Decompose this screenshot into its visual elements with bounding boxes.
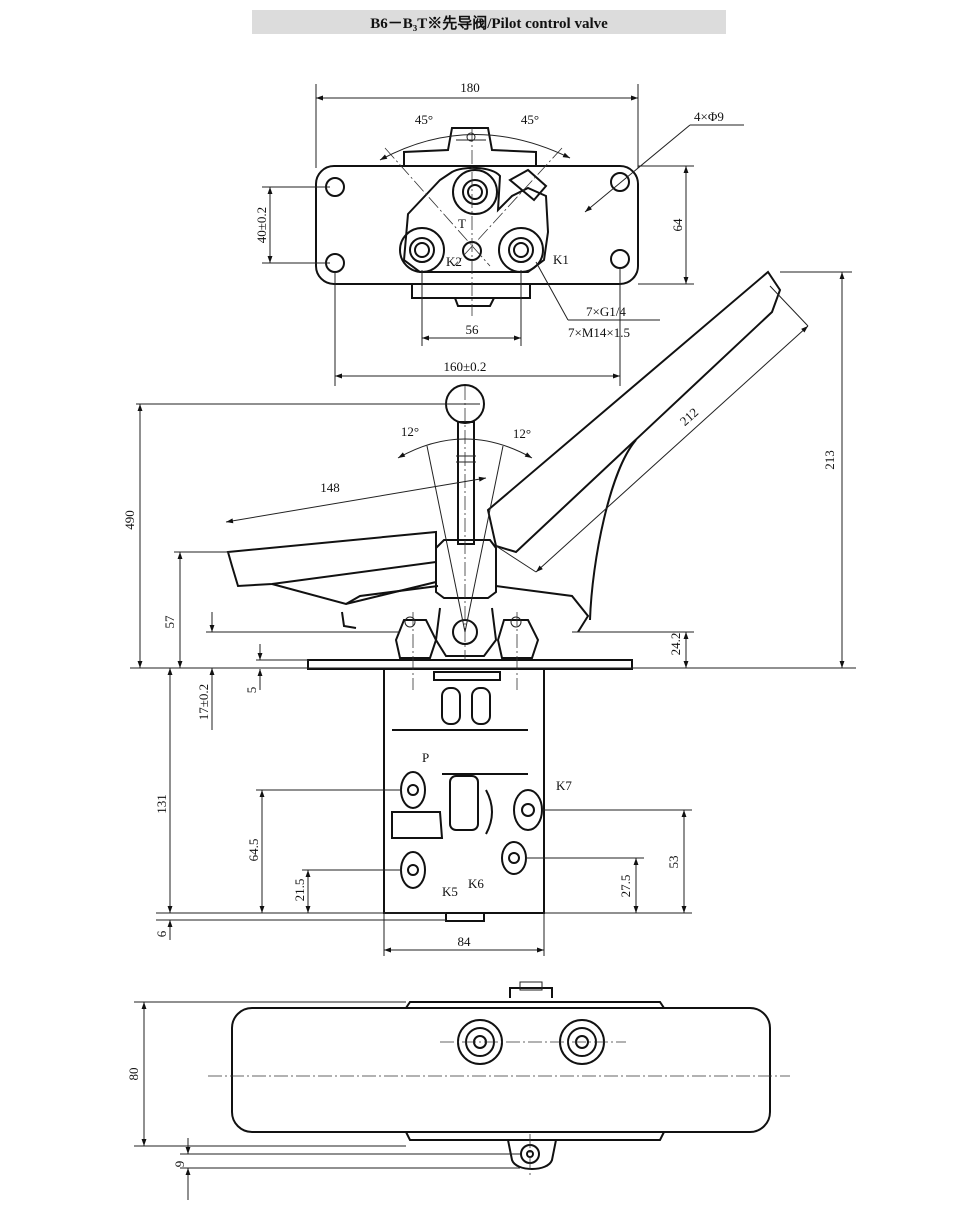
dim-490-label: 490 — [122, 510, 137, 530]
port-k7-icon — [513, 789, 543, 831]
angle-right-label: 45° — [521, 112, 539, 127]
dim-9-label: 9 — [172, 1161, 187, 1168]
port-t-label: T — [458, 216, 466, 231]
top-view: 180 45° 45° 4×Φ9 64 40±0.2 T K2 K1 7×G1/… — [254, 80, 744, 386]
top-flange — [315, 165, 639, 285]
dim-213-label: 213 — [822, 450, 837, 470]
port-k6-label: K6 — [468, 876, 484, 891]
top-bracket — [403, 127, 537, 166]
dim-24-label: 24.2 — [668, 633, 683, 656]
angle-12-right-label: 12° — [513, 426, 531, 441]
dim-5-label: 5 — [244, 687, 259, 694]
mount-hole-icon — [610, 172, 630, 192]
mount-hole-icon — [610, 249, 630, 269]
dim-57-label: 57 — [162, 615, 177, 629]
dim-27-5-label: 27.5 — [618, 875, 633, 898]
port-k7-label: K7 — [556, 778, 572, 793]
port-p-label: P — [422, 750, 429, 765]
pedal-left — [226, 530, 437, 588]
port-k1-icon — [498, 227, 544, 273]
holes-label: 4×Φ9 — [694, 109, 724, 124]
port-k1-label: K1 — [553, 252, 569, 267]
page-title: B6－B₃T※先导阀/Pilot control valve — [370, 15, 608, 32]
dim-131-label: 131 — [154, 794, 169, 814]
dim-64-5-label: 64.5 — [246, 839, 261, 862]
spring-housing — [435, 539, 497, 599]
dim-17-label: 17±0.2 — [196, 684, 211, 720]
dim-64-label: 64 — [670, 218, 685, 232]
dim-84-label: 84 — [458, 934, 472, 949]
port-t-icon — [452, 169, 498, 215]
port-k6-icon — [501, 841, 527, 875]
dim-180-label: 180 — [460, 80, 480, 95]
dim-56-label: 56 — [466, 322, 480, 337]
dim-212-label: 212 — [677, 405, 702, 429]
bottom-view: 80 9 — [126, 981, 790, 1200]
angle-12-left-label: 12° — [401, 424, 419, 439]
thread-m-label: 7×M14×1.5 — [568, 325, 630, 340]
bottom-plate — [231, 1007, 771, 1133]
dim-148-label: 148 — [320, 480, 340, 495]
dim-53-label: 53 — [666, 856, 681, 869]
angle-left-label: 45° — [415, 112, 433, 127]
port-k5-label: K5 — [442, 884, 458, 899]
dim-40-label: 40±0.2 — [254, 207, 269, 243]
title-bar: B6－B₃T※先导阀/Pilot control valve — [252, 10, 726, 34]
dim-160-label: 160±0.2 — [444, 359, 487, 374]
dim-21-5-label: 21.5 — [292, 879, 307, 902]
front-view: 12° 12° 148 212 490 213 57 24.2 5 17±0.2… — [122, 270, 856, 956]
lever-rod — [457, 421, 475, 545]
thread-g-label: 7×G1/4 — [586, 304, 626, 319]
port-k2-icon — [399, 227, 445, 273]
pedal-lever-right — [486, 270, 782, 554]
dim-80-label: 80 — [126, 1068, 141, 1081]
port-k2-label: K2 — [446, 254, 462, 269]
dim-6-label: 6 — [154, 930, 169, 937]
